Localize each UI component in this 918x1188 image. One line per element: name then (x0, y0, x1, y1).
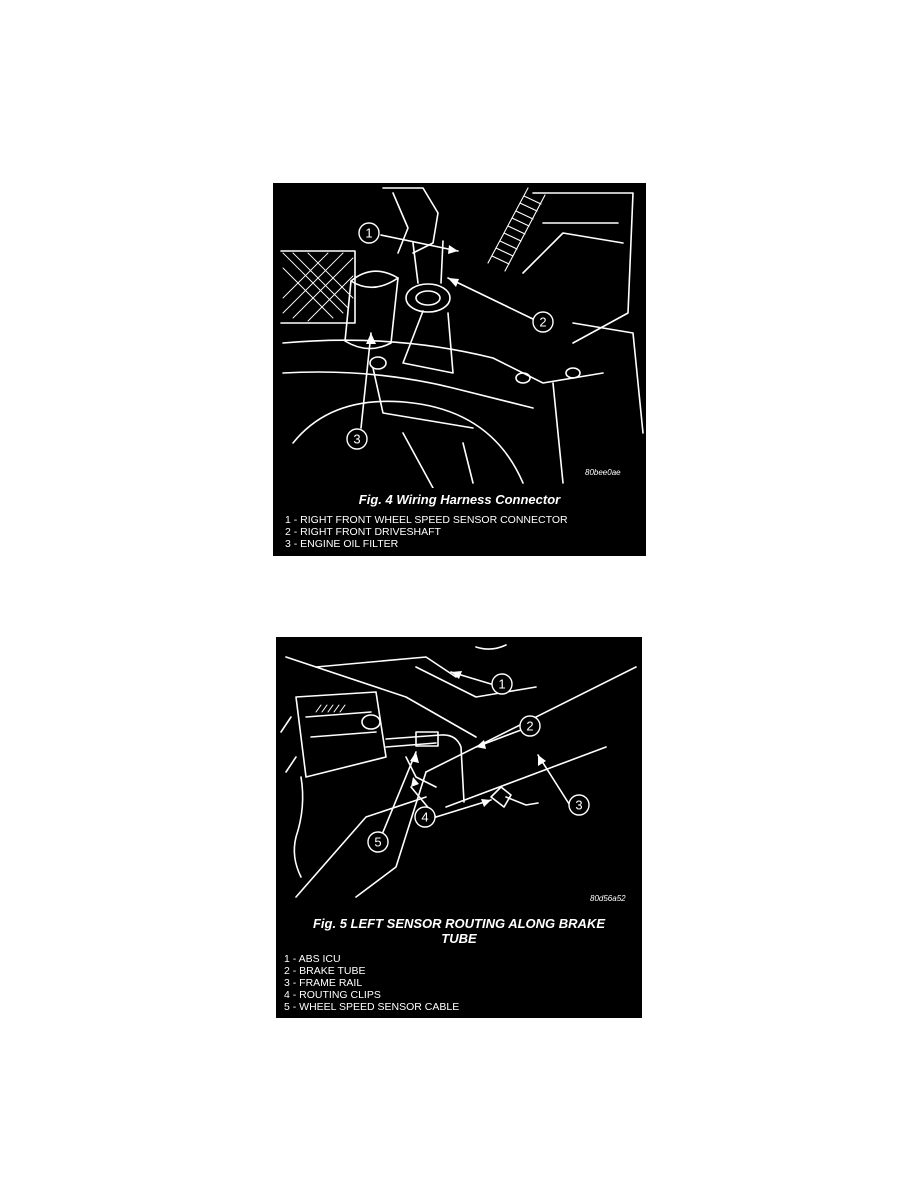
callout-4-circle (414, 806, 436, 828)
legend-item: 4 - ROUTING CLIPS (284, 989, 381, 1001)
figure-4-image-code: 80bee0ae (585, 468, 621, 477)
legend-item: 5 - WHEEL SPEED SENSOR CABLE (284, 1001, 460, 1013)
legend-item: 3 - ENGINE OIL FILTER (285, 538, 399, 550)
callout-2-number: 2 (526, 719, 533, 734)
callout-1-circle (491, 673, 513, 695)
legend-item: 2 - BRAKE TUBE (284, 965, 366, 977)
figure-4-legend: 1 - RIGHT FRONT WHEEL SPEED SENSOR CONNE… (285, 514, 568, 550)
figure-4-caption: Fig. 4 Wiring Harness Connector (358, 492, 561, 507)
callout-1-number: 1 (365, 226, 372, 241)
callout-2-number: 2 (539, 315, 546, 330)
callout-3-circle (346, 428, 368, 450)
callout-3-number: 3 (575, 798, 582, 813)
callout-3-number: 3 (353, 432, 360, 447)
figure-5-illustration: 1 2 3 4 5 80d56a52 (280, 644, 637, 903)
legend-item: 3 - FRAME RAIL (284, 977, 363, 989)
callout-5-number: 5 (374, 835, 381, 850)
figure-5: 1 2 3 4 5 80d56a52 Fig. 5 LEFT SENSOR RO… (276, 637, 642, 1018)
callout-2-circle (519, 715, 541, 737)
legend-item: 1 - ABS ICU (284, 953, 341, 965)
figure-5-legend: 1 - ABS ICU 2 - BRAKE TUBE 3 - FRAME RAI… (284, 953, 459, 1013)
callout-2-circle (532, 311, 554, 333)
callout-1-circle (358, 222, 380, 244)
callout-5-circle (367, 831, 389, 853)
figure-4: 1 2 3 80bee0ae Fig. 4 Wiring Harness Con… (273, 183, 646, 556)
callout-1-number: 1 (498, 677, 505, 692)
callout-3-circle (568, 794, 590, 816)
figure-5-caption: Fig. 5 LEFT SENSOR ROUTING ALONG BRAKE T… (312, 916, 606, 946)
figure-5-image-code: 80d56a52 (590, 894, 626, 903)
legend-item: 2 - RIGHT FRONT DRIVESHAFT (285, 526, 441, 538)
figure-4-illustration: 1 2 3 80bee0ae (280, 187, 644, 488)
legend-item: 1 - RIGHT FRONT WHEEL SPEED SENSOR CONNE… (285, 514, 568, 526)
callout-4-number: 4 (421, 810, 428, 825)
